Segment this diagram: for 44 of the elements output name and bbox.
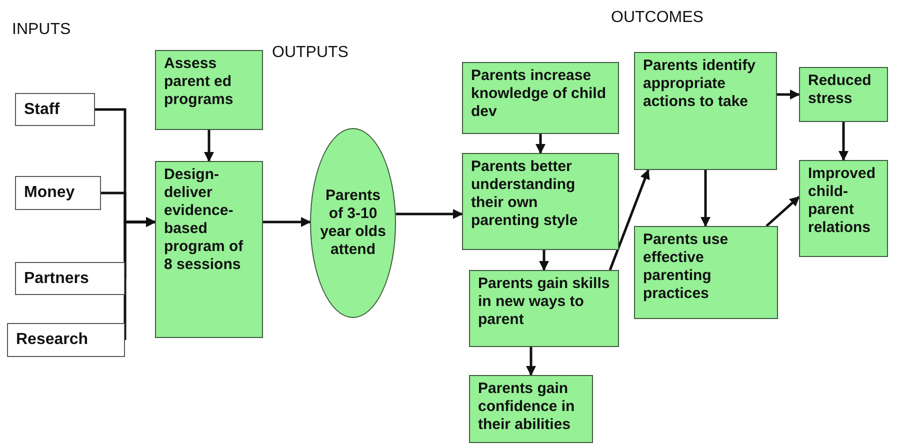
input-box — [15, 262, 125, 295]
node-text: Assess parent ed programs — [164, 55, 234, 109]
arrow — [263, 217, 311, 227]
input-box — [7, 323, 125, 357]
node-text: Design-deliver evidence-based program of 8 sessions — [164, 166, 244, 274]
process-box — [155, 50, 263, 130]
arrow — [838, 122, 848, 161]
node-text: Improved child-parent relations — [808, 165, 877, 237]
node-text: Parents better understanding their own parenting style — [471, 158, 579, 230]
node-text: Parents identify appropriate actions to take — [643, 57, 757, 111]
arrow — [396, 209, 463, 219]
node-text: Staff — [24, 100, 60, 120]
column-heading: OUTCOMES — [611, 9, 704, 27]
process-box — [155, 161, 263, 338]
process-box — [469, 375, 593, 443]
arrow — [777, 90, 800, 100]
process-box — [469, 270, 619, 347]
arrow — [124, 217, 156, 342]
node-text: Partners — [24, 268, 89, 288]
node-text: Reduced stress — [808, 72, 872, 108]
arrow — [766, 196, 800, 227]
node-text: Parents gain confidence in their abilities — [478, 380, 576, 434]
column-heading: OUTPUTS — [272, 44, 348, 62]
process-box — [799, 160, 888, 257]
node-text: Parents increase knowledge of child dev — [471, 67, 608, 121]
arrow — [526, 347, 536, 376]
process-box — [634, 52, 777, 170]
column-heading: INPUTS — [12, 21, 71, 39]
arrow — [539, 250, 549, 271]
node-text: Parents of 3-10 year olds attend — [319, 187, 387, 259]
process-box — [799, 67, 888, 122]
arrow — [204, 130, 214, 162]
arrow — [536, 134, 546, 154]
input-box — [15, 176, 101, 210]
process-box — [462, 62, 619, 134]
node-text: Money — [24, 183, 75, 203]
process-box — [462, 153, 619, 250]
node-text: Research — [16, 330, 88, 350]
arrow — [700, 170, 710, 227]
node-text: Parents use effective parenting practices — [643, 231, 730, 303]
node-text: Parents gain skills in new ways to parent — [478, 275, 610, 329]
process-box — [634, 226, 778, 319]
arrow — [608, 169, 650, 270]
input-box — [15, 93, 95, 126]
